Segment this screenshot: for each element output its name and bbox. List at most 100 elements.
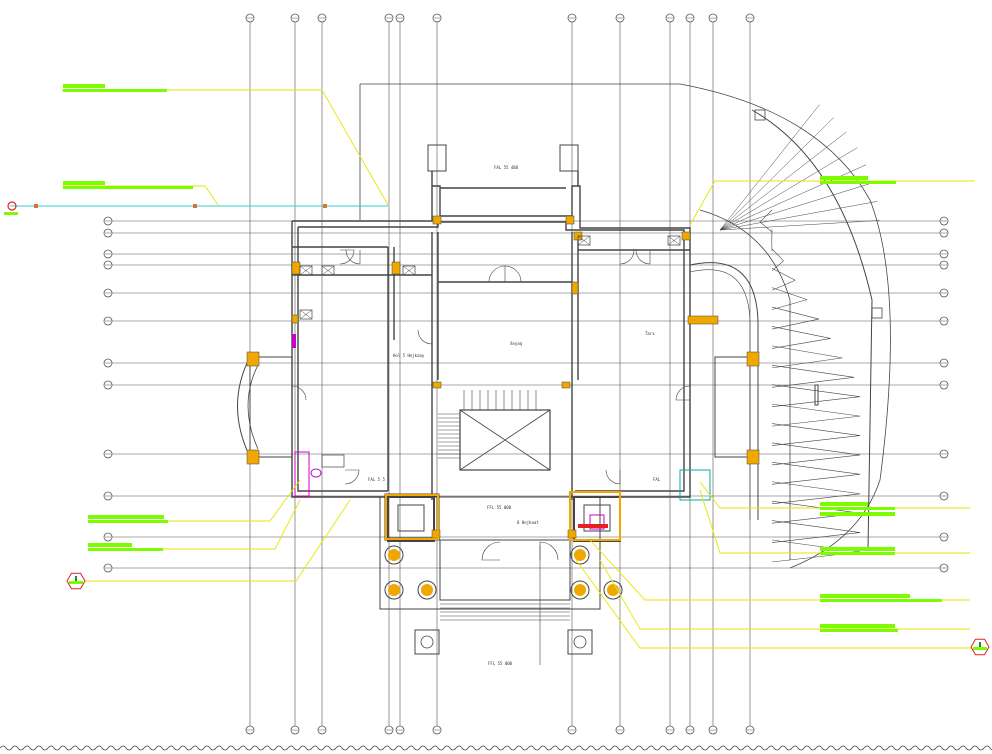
grid-lines — [110, 20, 943, 728]
callout-bar — [820, 176, 868, 180]
column — [432, 381, 442, 389]
right-wing-wall — [689, 262, 759, 520]
plumbing-fixtures — [292, 235, 711, 530]
toilet-right — [589, 514, 605, 530]
callout-bar — [63, 84, 105, 88]
callout-labels — [4, 84, 942, 632]
column-frame-highlight — [385, 494, 439, 540]
duct-cross — [667, 235, 681, 246]
round-column-ring — [417, 580, 437, 600]
room-label: Tarx — [645, 331, 655, 336]
door-swing — [344, 469, 360, 485]
stair-step — [771, 532, 861, 543]
stair-marker — [814, 384, 819, 406]
door-swing — [488, 265, 506, 283]
leader-line — [88, 499, 301, 550]
callout-bar — [88, 543, 132, 547]
wall — [292, 185, 691, 498]
stair-well-cross — [459, 409, 551, 471]
leader-line — [575, 559, 975, 649]
break-line — [0, 745, 992, 751]
vent — [292, 334, 296, 348]
section-markers — [7, 201, 990, 656]
stair-step — [771, 403, 861, 417]
marker-tick — [979, 642, 981, 647]
stair-step — [771, 396, 861, 408]
column — [571, 281, 579, 295]
cyan-node — [34, 204, 38, 208]
column-frame — [384, 493, 440, 541]
column-frame-highlight — [569, 491, 621, 541]
stair-post — [754, 109, 766, 121]
callout-bar — [820, 599, 942, 602]
round-column-ring — [384, 545, 404, 565]
callout-bar — [820, 629, 898, 632]
portico — [379, 496, 601, 610]
stair-step — [771, 338, 831, 349]
room-labels: Xeyaq Tarx Hol 5 Hejkaay FAL 5 5 FFL 55 … — [368, 165, 661, 666]
stair-step — [771, 357, 843, 369]
callout-bar — [63, 181, 105, 185]
door-swing — [504, 265, 522, 283]
portico-inner — [583, 504, 611, 532]
callout-bar — [63, 89, 167, 92]
stair-step — [771, 415, 861, 427]
leader-line — [689, 180, 975, 226]
stair-step — [771, 345, 843, 359]
leader-line — [699, 489, 970, 554]
round-column — [421, 584, 433, 596]
round-column — [574, 584, 586, 596]
room-label: FFL 55 000 — [487, 505, 512, 510]
door-swing — [339, 249, 355, 265]
column — [681, 231, 691, 241]
column — [746, 351, 760, 367]
stair-step — [771, 267, 796, 281]
round-column — [574, 549, 586, 561]
round-column-ring — [384, 580, 404, 600]
column — [432, 215, 442, 225]
stair-step — [771, 279, 796, 291]
stair-step — [771, 318, 819, 330]
cyan-node — [323, 204, 327, 208]
column — [565, 215, 575, 225]
stair-step — [771, 493, 861, 505]
pedestal — [567, 629, 593, 655]
callout-bar — [820, 547, 895, 551]
round-column-ring — [570, 580, 590, 600]
portico-room — [573, 496, 621, 542]
room-label: FAL 5 5 — [368, 477, 385, 482]
callout-bar — [820, 512, 895, 516]
stair-step — [771, 462, 861, 475]
duct-box — [402, 265, 416, 276]
duct-cross — [299, 265, 313, 276]
round-column-ring — [570, 545, 590, 565]
column — [291, 314, 299, 324]
callout-bar — [4, 212, 18, 215]
wall — [291, 221, 392, 498]
column — [246, 351, 260, 367]
room-label: 8 Hejkaat — [517, 520, 539, 525]
duct-cross — [299, 309, 313, 320]
round-column — [388, 549, 400, 561]
column — [567, 529, 577, 539]
door-swing — [675, 385, 691, 401]
stair-step — [771, 326, 831, 339]
pedestal — [414, 629, 440, 655]
room-label: Hol 5 Hejkaay — [393, 353, 425, 358]
pilaster — [427, 144, 447, 172]
grid-bubbles — [103, 13, 949, 735]
duct-cross — [577, 235, 591, 246]
door-swing — [481, 541, 501, 561]
stair-inner-rail — [699, 209, 791, 560]
pedestal-circle — [420, 635, 434, 649]
column — [246, 449, 260, 465]
callout-bar — [820, 624, 895, 628]
duct-box — [299, 309, 313, 320]
stair-step — [771, 423, 861, 436]
wc-fixture — [294, 451, 310, 497]
right-wing-wall-inner — [689, 269, 751, 520]
stair-step — [771, 287, 808, 300]
cyan-node — [193, 204, 197, 208]
stair-well — [459, 409, 551, 471]
round-column-ring — [603, 580, 623, 600]
